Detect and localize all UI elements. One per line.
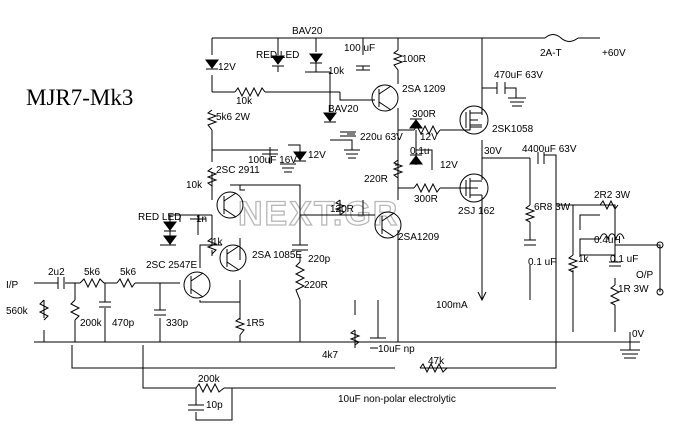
label-200k-feedback: 200k (198, 374, 221, 385)
label-5k6-b: 5k6 (120, 267, 137, 278)
label-2sc2547e: 2SC 2547E (146, 260, 197, 271)
label-100r: 100R (402, 54, 426, 65)
schematic-title: MJR7-Mk3 (26, 85, 133, 110)
label-12v-bias-bottom: 12V (440, 160, 458, 171)
label-10k-bias: 10k (236, 96, 253, 107)
zener-12v-top (205, 59, 219, 70)
label-2sc2911: 2SC 2911 (216, 165, 260, 176)
label-4400uf: 4400uF 63V (522, 144, 577, 155)
input-label: I/P (6, 280, 19, 291)
zener-12v-bias (409, 118, 423, 165)
zener-12v-cap (293, 151, 307, 162)
label-1r5: 1R5 (246, 318, 265, 329)
label-10uf-np: 10uF np (378, 344, 415, 355)
label-2u2: 2u2 (48, 267, 65, 278)
label-5k6-2w: 5k6 2W (216, 112, 250, 123)
mosfet-2sj162 (459, 173, 489, 203)
label-0-1uf-output: 0.1 uF (610, 254, 638, 265)
label-1k-vas: 1k (212, 237, 224, 248)
inductor-04uh (599, 233, 625, 241)
label-470p: 470p (112, 318, 135, 329)
label-2r2-3w: 2R2 3W (594, 190, 631, 201)
label-2sa1085e: 2SA 1085E (252, 250, 302, 261)
label-1k-output: 1k (578, 254, 590, 265)
label-nonpolar-note: 10uF non-polar electrolytic (338, 394, 456, 405)
label-100uf: 100 uF (344, 43, 375, 54)
label-2sa1209-top: 2SA 1209 (402, 84, 446, 95)
label-12v-cap: 12V (308, 150, 326, 161)
label-12v-bias-top: 12V (420, 132, 438, 143)
resistors (38, 49, 621, 394)
ground-label: 0V (632, 329, 645, 340)
label-0-1uf-zobel: 0.1 uF (528, 257, 556, 268)
supply-label: +60V (602, 48, 626, 59)
rail-voltage-label: 30V (484, 146, 502, 157)
current-arrow (477, 291, 487, 302)
label-1r-3w: 1R 3W (618, 284, 649, 295)
label-4k7: 4k7 (322, 350, 339, 361)
label-2sk1058: 2SK1058 (492, 124, 534, 135)
label-100uf-16v: 100uF 16V (248, 155, 297, 166)
watermark: NEXT.GR (238, 195, 399, 233)
fuse (544, 34, 579, 42)
label-330p: 330p (166, 318, 189, 329)
red-led-top (271, 55, 285, 67)
red-led-bottom (163, 221, 177, 246)
label-bav20-top: BAV20 (292, 26, 323, 37)
transistor-2sa1209-top (371, 84, 399, 112)
mosfet-2sk1058 (459, 105, 489, 135)
label-0-1u: 0.1u (410, 146, 429, 157)
capacitors (57, 65, 621, 411)
bav20-top-diode (309, 53, 323, 64)
label-0-4uh: 0.4uH (594, 235, 621, 246)
label-220u-63v: 220u 63V (360, 132, 403, 143)
label-10k-led: 10k (328, 66, 345, 77)
fuse-label: 2A-T (540, 48, 562, 59)
label-300r-bottom: 300R (414, 194, 438, 205)
label-470uf: 470uF 63V (494, 70, 543, 81)
label-10k-led-bottom: 10k (186, 180, 203, 191)
transistor-2sa1085e (219, 244, 247, 272)
label-220p: 220p (308, 254, 331, 265)
label-220r-pot: 220R (364, 174, 388, 185)
label-2sa1209-bottom: 2SA1209 (398, 232, 440, 243)
label-560k: 560k (6, 306, 29, 317)
output-label: O/P (636, 270, 654, 281)
label-5k6-a: 5k6 (84, 267, 101, 278)
label-10p: 10p (206, 400, 223, 411)
label-bav20-mid: BAV20 (328, 104, 359, 115)
output-terminals (656, 241, 664, 296)
bav20-mid-diode (323, 112, 337, 123)
label-12v-zener: 12V (218, 62, 236, 73)
label-200k-input: 200k (80, 318, 103, 329)
wiring (34, 37, 661, 421)
label-red-led-top: RED LED (256, 50, 299, 61)
label-220r-vas: 220R (304, 280, 328, 291)
label-100ma: 100mA (436, 300, 468, 311)
label-47k: 47k (428, 356, 445, 367)
label-2sj162: 2SJ 162 (458, 206, 495, 217)
transistor-2sc2911 (216, 191, 244, 219)
label-red-led-bottom: RED LED (138, 212, 181, 223)
ground-symbols (280, 97, 640, 359)
label-300r-top: 300R (412, 109, 436, 120)
transistor-2sa1209-bottom (374, 211, 402, 239)
label-120r: 120R (330, 204, 354, 215)
label-1n: 1n (196, 214, 207, 225)
transistor-2sc2547e (183, 271, 211, 299)
label-6r8-3w: 6R8 3W (534, 202, 571, 213)
